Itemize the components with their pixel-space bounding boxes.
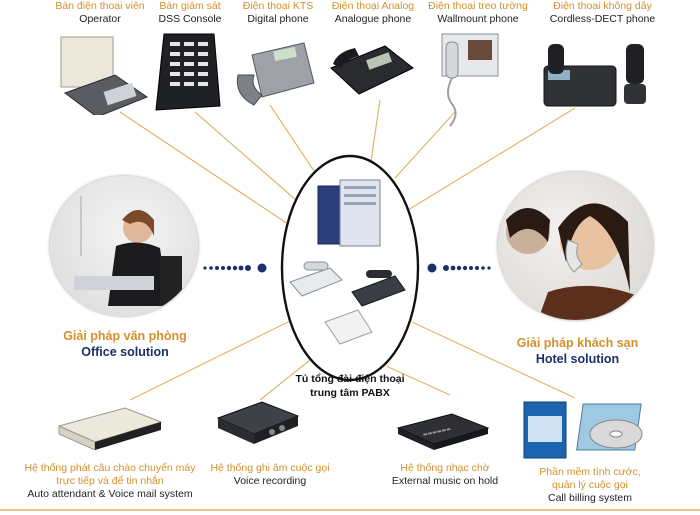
svg-text:▬▬▬▬▬▬: ▬▬▬▬▬▬ xyxy=(422,426,451,438)
analogue-phone-icon xyxy=(325,38,415,100)
digital-caption-en: Digital phone xyxy=(247,13,309,25)
cordless-caption-vn: Điện thoại không dây xyxy=(553,0,652,12)
top-device-caption: Điện thoại KTS Digital phone xyxy=(228,0,328,26)
music-hold-caption-vn: Hệ thống nhạc chờ xyxy=(400,462,490,474)
billing-caption-vn2: quản lý cuộc gọi xyxy=(552,479,628,491)
center-dect-icon xyxy=(324,309,373,345)
top-device-caption: Điện thoại không dây Cordless-DECT phone xyxy=(535,0,670,26)
music-on-hold-icon: ▬▬▬▬▬▬ xyxy=(392,408,492,450)
wallmount-phone-icon xyxy=(440,32,500,128)
cordless-phone-icon xyxy=(540,40,650,110)
top-device-caption: Bàn điện thoại viên Operator xyxy=(40,0,160,26)
billing-software-icon xyxy=(520,398,655,460)
hotel-solution-vn: Giải pháp khách sạn xyxy=(516,336,639,350)
dss-caption-vn: Bàn giám sát xyxy=(159,0,221,12)
bottom-device-caption: Hệ thống nhạc chờ External music on hold xyxy=(375,462,515,488)
office-solution-vn: Giải pháp văn phòng xyxy=(63,329,187,343)
top-device-caption: Bàn giám sát DSS Console xyxy=(140,0,240,26)
operator-console-icon xyxy=(55,35,150,118)
analogue-caption-vn: Điện thoại Analog xyxy=(331,0,415,12)
music-hold-caption-en: External music on hold xyxy=(391,475,499,487)
hotel-solution-label: Giải pháp khách sạn Hotel solution xyxy=(485,335,670,367)
digital-phone-icon xyxy=(232,35,317,110)
office-solution-label: Giải pháp văn phòng Office solution xyxy=(35,328,215,360)
operator-caption-en: Operator xyxy=(79,13,121,25)
bottom-device-caption: Hệ thống phát câu chào chuyển máy trực t… xyxy=(5,462,215,501)
voice-recording-caption-vn: Hệ thống ghi âm cuộc gọi xyxy=(210,462,330,474)
office-photo-icon xyxy=(50,176,198,316)
bottom-divider xyxy=(0,509,700,511)
auto-attendant-box-icon xyxy=(55,402,165,451)
billing-caption-vn1: Phần mềm tính cước, xyxy=(539,466,641,478)
pabx-caption: Tủ tổng đài điện thoại trung tâm PABX xyxy=(270,372,430,400)
pabx-cabinet-icon xyxy=(317,179,381,247)
dss-console-icon xyxy=(150,30,225,115)
pabx-caption-line2: trung tâm PABX xyxy=(310,387,390,399)
wallmount-caption-en: Wallmount phone xyxy=(437,13,519,25)
bottom-device-caption: Hệ thống ghi âm cuộc gọi Voice recording xyxy=(200,462,340,488)
analogue-caption-en: Analogue phone xyxy=(334,13,412,25)
center-phone-dark-icon xyxy=(351,270,406,307)
digital-caption-vn: Điện thoại KTS xyxy=(242,0,314,12)
hotel-solution-en: Hotel solution xyxy=(535,352,620,366)
voice-recording-caption-en: Voice recording xyxy=(233,475,307,487)
center-phone-white-icon xyxy=(289,261,343,297)
operator-caption-vn: Bàn điện thoại viên xyxy=(55,0,145,12)
top-device-caption: Điện thoại Analog Analogue phone xyxy=(318,0,428,26)
auto-attendant-caption-en: Auto attendant & Voice mail system xyxy=(27,488,193,500)
wallmount-caption-vn: Điện thoại treo tường xyxy=(428,0,528,12)
office-solution-en: Office solution xyxy=(81,345,169,359)
pabx-caption-line1: Tủ tổng đài điện thoại xyxy=(295,373,405,385)
voice-recorder-icon xyxy=(210,398,302,448)
auto-attendant-caption-vn1: Hệ thống phát câu chào chuyển máy xyxy=(24,462,196,474)
hotel-photo-icon xyxy=(498,172,653,320)
bottom-device-caption: Phần mềm tính cước, quản lý cuộc gọi Cal… xyxy=(525,466,655,505)
billing-caption-en: Call billing system xyxy=(547,492,633,504)
cordless-caption-en: Cordless-DECT phone xyxy=(549,13,656,25)
auto-attendant-caption-vn2: trực tiếp và để tin nhắn xyxy=(56,475,164,487)
top-device-caption: Điện thoại treo tường Wallmount phone xyxy=(418,0,538,26)
dss-caption-en: DSS Console xyxy=(158,13,222,25)
